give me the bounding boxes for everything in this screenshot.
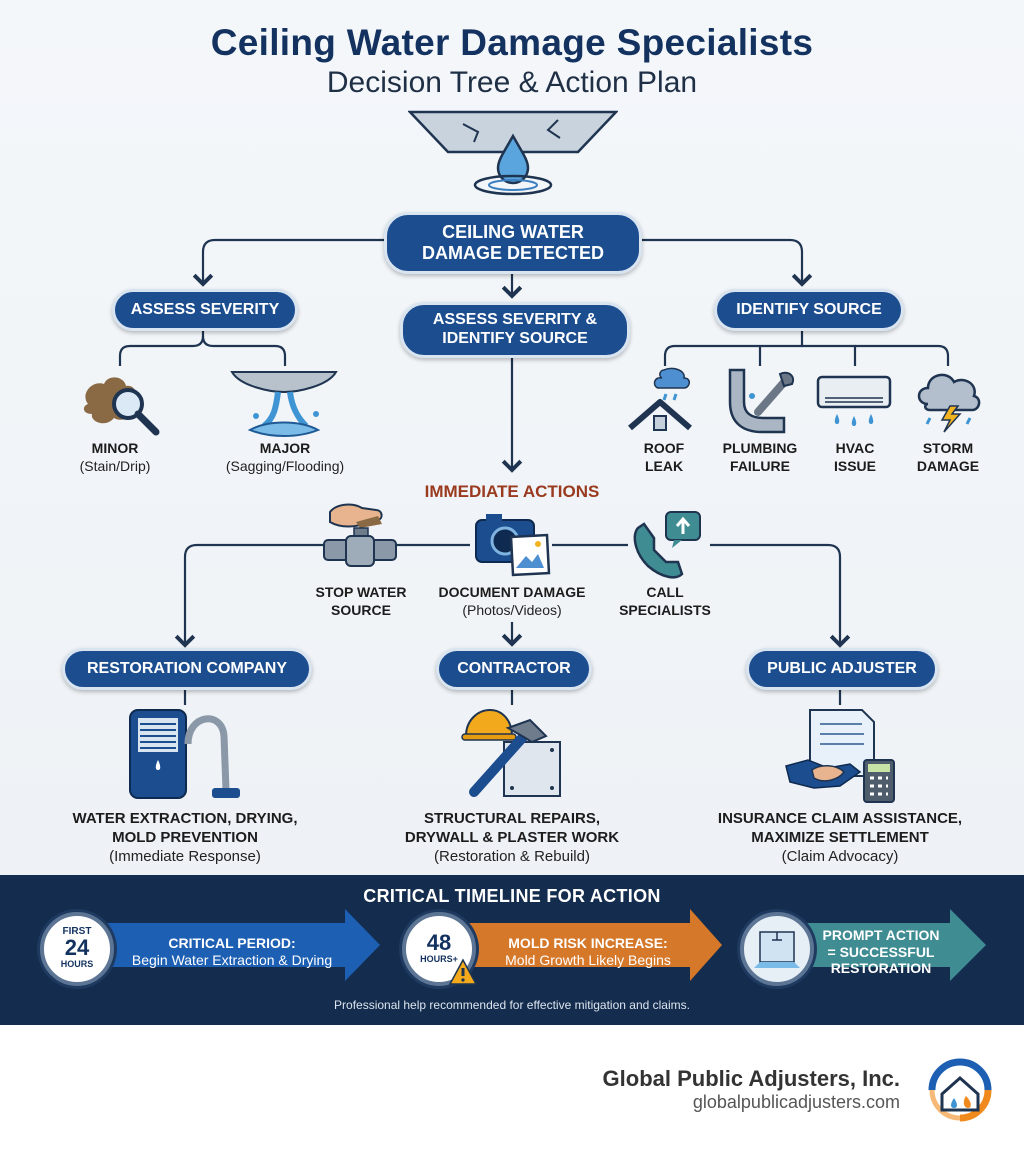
handshake-document-icon [785,709,895,803]
public-adjuster-description: INSURANCE CLAIM ASSISTANCE,MAXIMIZE SETT… [717,810,963,865]
severity-minor-label: MINOR(Stain/Drip) [79,440,151,474]
public-adjuster-node: PUBLIC ADJUSTER [746,648,938,690]
company-url[interactable]: globalpublicadjusters.com [692,1092,900,1112]
camera-photo-icon [475,514,551,577]
storm-cloud-icon [917,373,981,433]
identify-source-node: IDENTIFY SOURCE [714,289,904,331]
contractor-node: CONTRACTOR [436,648,592,690]
restoration-description: WATER EXTRACTION, DRYING,MOLD PREVENTION… [72,810,298,865]
air-conditioner-icon [816,375,892,426]
roof-leak-icon [628,367,692,431]
phone-icon [633,511,701,579]
connector-lines [118,238,950,705]
prompt-action-arrow-text: PROMPT ACTION = SUCCESSFUL RESTORATION [822,926,940,977]
root-node: CEILING WATER DAMAGE DETECTED [384,212,642,274]
company-logo [928,1058,992,1122]
page-subtitle: Decision Tree & Action Plan [326,66,698,99]
restored-room-icon [740,912,814,986]
ceiling-leak-icon [408,110,618,196]
severity-major-label: MAJOR(Sagging/Flooding) [225,440,345,474]
dehumidifier-icon [129,709,240,799]
company-name: Global Public Adjusters, Inc. [602,1066,900,1091]
magnifier-stain-icon [83,377,160,436]
critical-period-arrow-text: CRITICAL PERIOD: Begin Water Extraction … [131,935,333,968]
timeline-arrows [100,909,986,981]
restoration-company-node: RESTORATION COMPANY [62,648,312,690]
page-title: Ceiling Water Damage Specialists [210,22,814,63]
timeline-note: Professional help recommended for effect… [334,998,690,1012]
first-24-hours-clock: FIRST 24 HOURS [40,912,114,986]
valve-hand-icon [323,503,397,567]
center-assess-node: ASSESS SEVERITY & IDENTIFY SOURCE [400,302,630,358]
pipe-wrench-icon [728,368,794,434]
action-document-label: DOCUMENT DAMAGE(Photos/Videos) [438,584,586,618]
timeline-title: CRITICAL TIMELINE FOR ACTION [363,886,661,906]
warning-icon [448,958,478,985]
ceiling-flood-icon [230,371,338,437]
hammer-helmet-icon [461,708,561,797]
assess-severity-node: ASSESS SEVERITY [112,289,298,331]
mold-risk-arrow-text: MOLD RISK INCREASE: Mold Growth Likely B… [505,935,671,968]
immediate-actions-heading: IMMEDIATE ACTIONS [424,482,600,501]
contractor-description: STRUCTURAL REPAIRS,DRYWALL & PLASTER WOR… [404,810,620,865]
